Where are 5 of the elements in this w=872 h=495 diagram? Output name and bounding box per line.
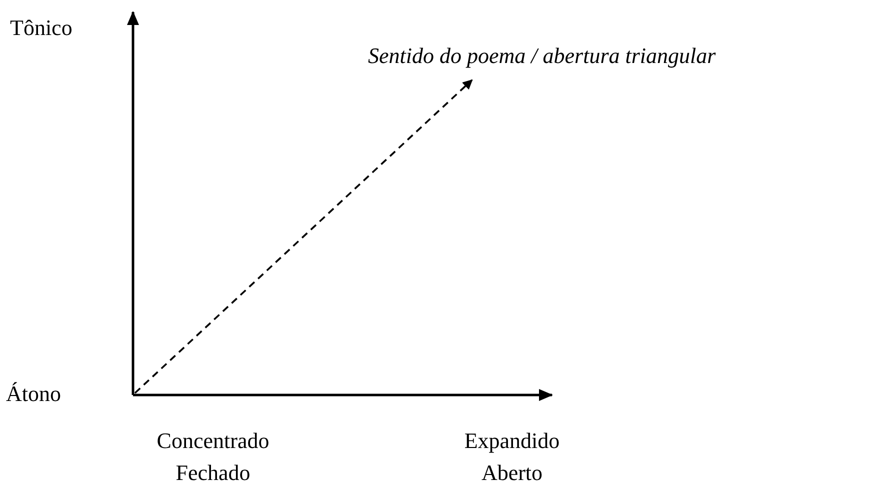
axis-label: Átono — [6, 380, 61, 408]
axis-label: Tônico — [10, 14, 72, 42]
axis-label: Concentrado Fechado — [156, 427, 270, 487]
axis-label: Expandido Aberto — [463, 427, 561, 487]
direction-label: Sentido do poema / abertura triangular — [368, 42, 716, 70]
